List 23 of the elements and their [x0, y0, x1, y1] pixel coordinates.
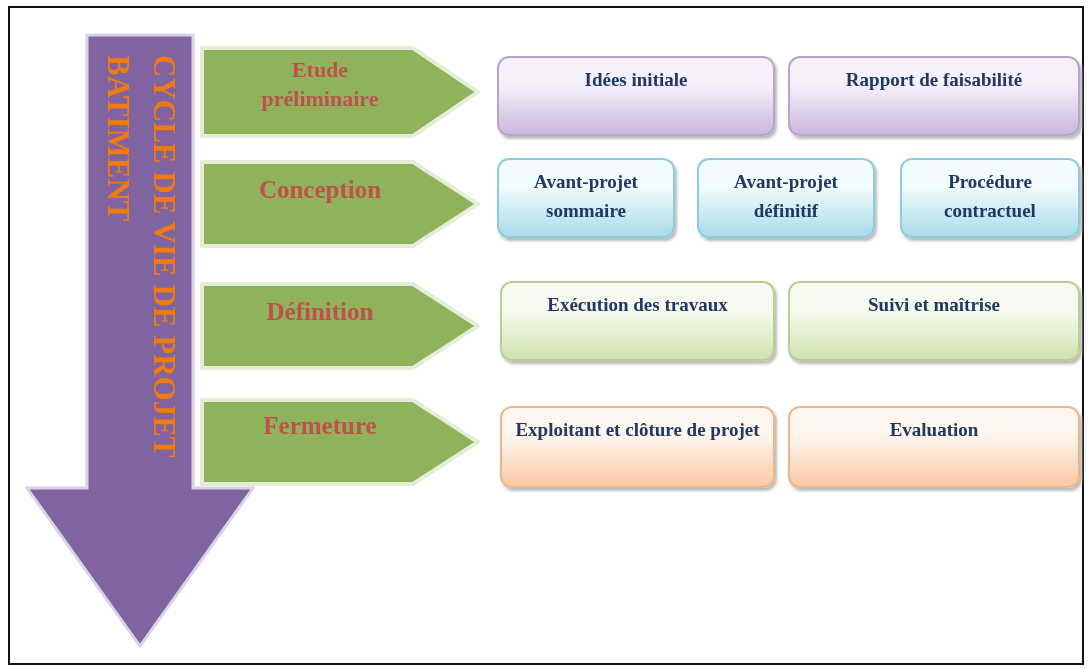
task-text: Avant-projet définitif	[733, 170, 839, 223]
task-text: Rapport de faisabilité	[845, 68, 1023, 92]
task-card	[788, 56, 1080, 136]
phase-title: Définition	[265, 297, 375, 327]
task-text: Evaluation	[889, 418, 979, 442]
task-card	[497, 56, 775, 136]
task-text: Avant-projet sommaire	[533, 170, 639, 223]
arrow-title: CYCLE DE VIE DE PROJET BATIMENT	[100, 55, 183, 459]
task-card	[697, 158, 875, 238]
phase-title: Conception	[257, 175, 383, 205]
task-text: Procédure contractuel	[943, 170, 1037, 223]
task-text: Idées initiale	[584, 68, 688, 92]
task-card	[788, 281, 1080, 361]
task-card	[497, 158, 675, 238]
phase-title: Fermeture	[262, 411, 378, 441]
task-text: Exploitant et clôture de projet	[515, 418, 760, 442]
task-card	[500, 281, 775, 361]
task-card	[500, 406, 775, 488]
task-text: Suivi et maîtrise	[868, 293, 1000, 317]
task-card	[900, 158, 1080, 238]
task-text: Exécution des travaux	[547, 293, 728, 317]
task-card	[788, 406, 1080, 488]
phase-title: Etude préliminaire	[260, 56, 380, 113]
